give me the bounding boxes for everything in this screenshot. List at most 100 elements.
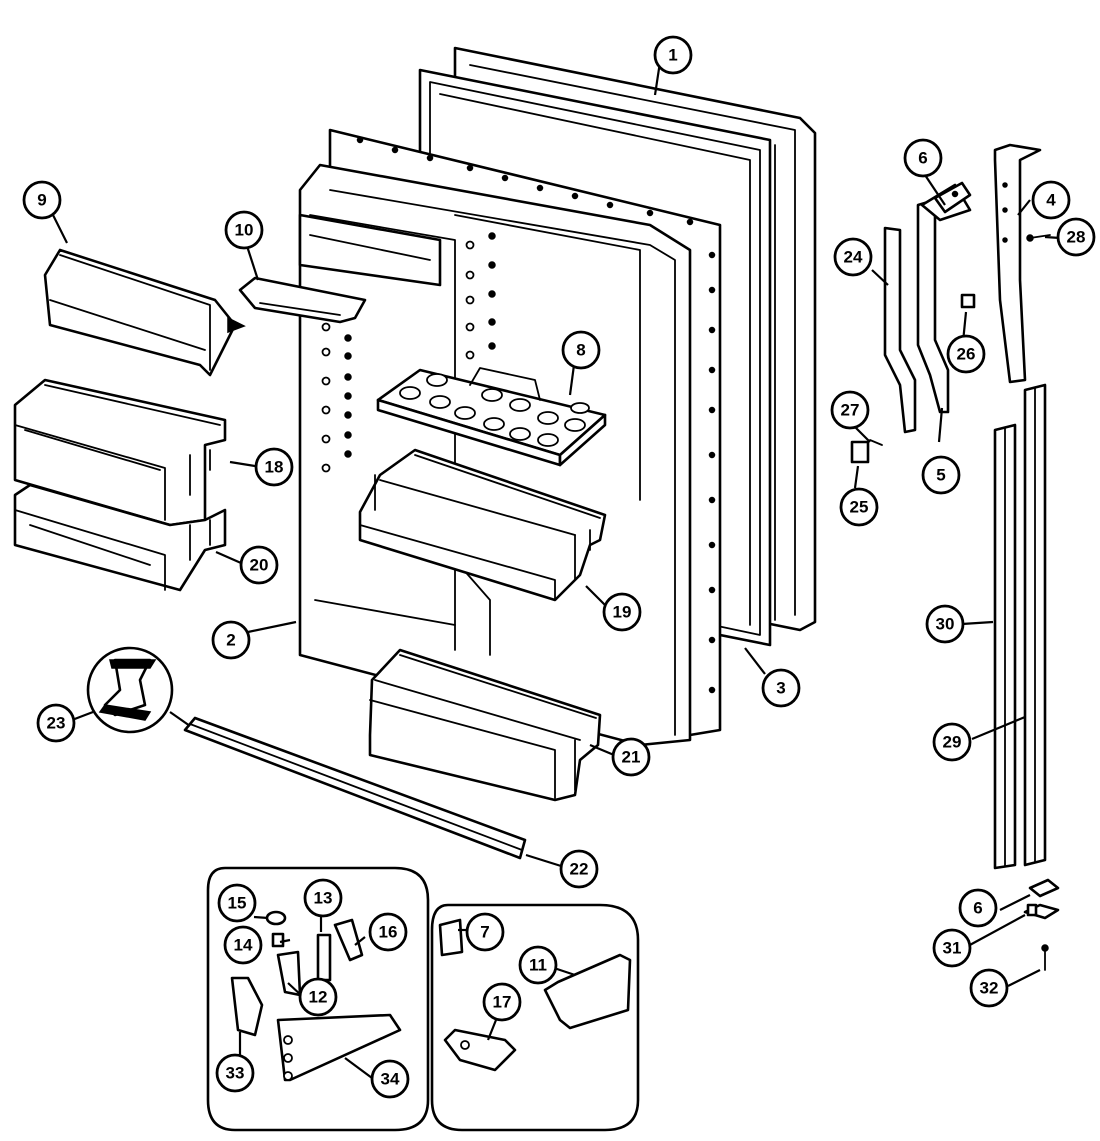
callout-c9: 9 xyxy=(22,180,62,220)
callout-circle xyxy=(1056,217,1096,257)
callout-number: 24 xyxy=(844,248,863,267)
callout-circle xyxy=(1031,180,1071,220)
callout-circle xyxy=(518,945,558,985)
callout-number: 32 xyxy=(980,979,999,998)
callout-number: 13 xyxy=(314,889,333,908)
callout-c13: 13 xyxy=(303,878,343,918)
door-bin-lower-left xyxy=(13,483,227,592)
door-rail-30 xyxy=(993,423,1017,870)
callout-number: 14 xyxy=(234,936,253,955)
door-stop-inset xyxy=(430,903,640,1132)
callout-circle xyxy=(903,138,943,178)
callout-number: 12 xyxy=(309,988,328,1007)
callout-c18: 18 xyxy=(254,447,294,487)
callout-number: 8 xyxy=(576,341,585,360)
callout-number: 16 xyxy=(379,923,398,942)
callout-c29: 29 xyxy=(932,722,972,762)
plug-26 xyxy=(960,293,976,309)
callout-number: 17 xyxy=(493,993,512,1012)
hinge-bracket-24 xyxy=(883,226,917,434)
callout-c6b: 6 xyxy=(958,888,998,928)
bottom-hinge-plate-6 xyxy=(1028,878,1060,898)
callout-c3: 3 xyxy=(761,668,801,708)
callout-c15: 15 xyxy=(217,883,257,923)
callout-number: 27 xyxy=(841,401,860,420)
callout-c33: 33 xyxy=(215,1053,255,1093)
callout-group: 1234566789101112131415161718192021222324… xyxy=(22,35,1096,1099)
callout-number: 2 xyxy=(226,631,235,650)
callout-number: 29 xyxy=(943,733,962,752)
callout-circle xyxy=(482,982,522,1022)
hinge-31 xyxy=(1023,903,1060,920)
callout-circle xyxy=(946,334,986,374)
callout-number: 25 xyxy=(850,498,869,517)
callout-circle xyxy=(370,1059,410,1099)
callout-c11: 11 xyxy=(518,945,558,985)
callout-circle xyxy=(215,1053,255,1093)
callout-c28: 28 xyxy=(1056,217,1096,257)
callout-c34: 34 xyxy=(370,1059,410,1099)
callout-circle xyxy=(958,888,998,928)
callout-number: 3 xyxy=(776,679,785,698)
door-bin-bottom xyxy=(368,648,602,802)
callout-number: 33 xyxy=(226,1064,245,1083)
callout-circle xyxy=(561,330,601,370)
door-bin-center xyxy=(358,448,607,602)
callout-circle xyxy=(839,487,879,527)
liner-holes-right-edge xyxy=(708,251,716,694)
callout-number: 19 xyxy=(613,603,632,622)
callout-circle xyxy=(932,722,972,762)
callout-circle xyxy=(559,849,599,889)
callout-circle xyxy=(368,912,408,952)
callout-circle xyxy=(611,737,651,777)
callout-c6a: 6 xyxy=(903,138,943,178)
callout-number: 31 xyxy=(943,939,962,958)
callout-circle xyxy=(217,883,257,923)
callout-c24: 24 xyxy=(833,237,873,277)
callout-number: 7 xyxy=(480,923,489,942)
callout-number: 21 xyxy=(622,748,641,767)
callout-c16: 16 xyxy=(368,912,408,952)
callout-c14: 14 xyxy=(223,925,263,965)
callout-c27: 27 xyxy=(830,390,870,430)
callout-circle xyxy=(223,925,263,965)
callout-number: 34 xyxy=(381,1070,400,1089)
callout-number: 9 xyxy=(37,191,46,210)
callout-c8: 8 xyxy=(561,330,601,370)
plug-25 xyxy=(850,440,870,464)
callout-number: 23 xyxy=(47,714,66,733)
callout-c17: 17 xyxy=(482,982,522,1022)
hinge-hardware-inset xyxy=(206,866,430,1132)
inner-door-liner xyxy=(298,128,722,747)
callout-number: 5 xyxy=(936,466,945,485)
egg-cups xyxy=(399,373,590,447)
callout-circle xyxy=(303,878,343,918)
leader-lines xyxy=(51,61,1061,1079)
callout-c19: 19 xyxy=(602,592,642,632)
callout-number: 28 xyxy=(1067,228,1086,247)
callout-c32: 32 xyxy=(969,968,1009,1008)
callout-c12: 12 xyxy=(298,977,338,1017)
callout-c25: 25 xyxy=(839,487,879,527)
callout-circle xyxy=(833,237,873,277)
callout-number: 1 xyxy=(668,46,677,65)
callout-number: 15 xyxy=(228,894,247,913)
callout-circle xyxy=(298,977,338,1017)
dairy-compartment-door xyxy=(43,248,246,377)
callout-c22: 22 xyxy=(559,849,599,889)
callout-c7: 7 xyxy=(465,912,505,952)
callout-circle xyxy=(932,928,972,968)
screw-27 xyxy=(869,439,883,446)
screw-28 xyxy=(1026,234,1051,242)
callout-number: 30 xyxy=(936,615,955,634)
callout-circle xyxy=(602,592,642,632)
callout-circle xyxy=(211,620,251,660)
callout-c21: 21 xyxy=(611,737,651,777)
callout-circle xyxy=(653,35,693,75)
callout-c5: 5 xyxy=(921,455,961,495)
door-trim-strip xyxy=(183,716,527,860)
callout-c30: 30 xyxy=(925,604,965,644)
callout-c31: 31 xyxy=(932,928,972,968)
callout-c23: 23 xyxy=(36,703,76,743)
